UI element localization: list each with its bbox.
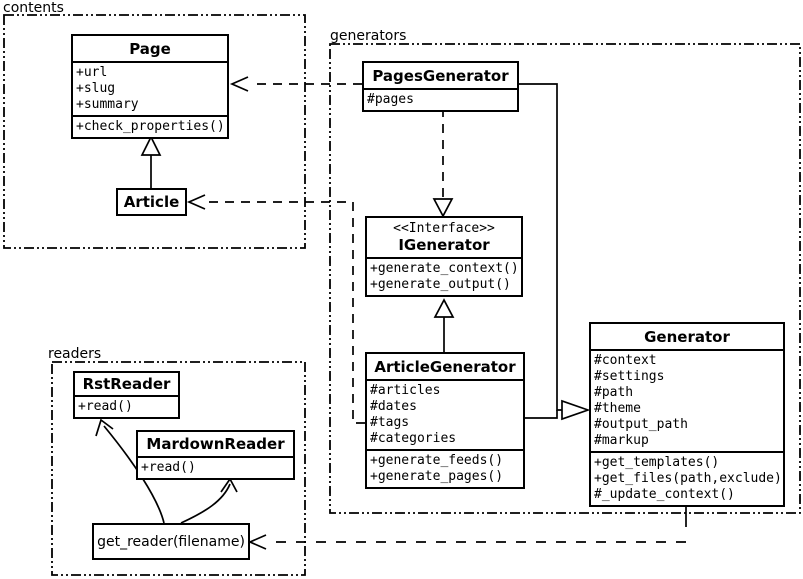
method-line: +read() (78, 399, 133, 414)
class-mardownreader-title: MardownReader (146, 435, 285, 453)
class-articlegenerator-attributes: #articles #dates #tags #categories (367, 379, 523, 449)
edge-getreader-to-mardownreader (180, 477, 238, 524)
package-contents-border (3, 14, 306, 249)
class-page: Page +url +slug +summary +check_properti… (71, 34, 229, 139)
attribute-line: #context (594, 353, 657, 368)
hollow-triangle-icon (140, 135, 162, 156)
method-line: +get_templates() (594, 455, 720, 470)
package-readers-border (51, 361, 306, 576)
attribute-line: #articles (370, 383, 441, 398)
attribute-line: +summary (76, 97, 139, 112)
open-arrowhead-icon (186, 194, 206, 210)
class-generator: Generator #context #settings #path #them… (589, 322, 785, 507)
package-contents-label: contents (3, 0, 64, 16)
method-line: +read() (141, 460, 196, 475)
attribute-line: +slug (76, 81, 116, 96)
attribute-line: #output_path (594, 417, 688, 432)
class-generator-methods: +get_templates() +get_files(path,exclude… (591, 451, 783, 505)
class-articlegenerator-methods: +generate_feeds() +generate_pages() (367, 449, 523, 487)
class-igenerator-methods: +generate_context() +generate_output() (367, 257, 521, 295)
method-line: #_update_context() (594, 487, 735, 502)
attribute-line: +url (76, 65, 108, 80)
method-line: +generate_feeds() (370, 453, 504, 468)
class-articlegenerator: ArticleGenerator #articles #dates #tags … (365, 352, 525, 489)
class-articlegenerator-title: ArticleGenerator (374, 358, 516, 376)
edge-articlegenerator-implements-igenerator (433, 298, 455, 352)
edge-pagesgenerator-depends-page (229, 76, 362, 92)
class-igenerator: <<Interface>> IGenerator +generate_conte… (365, 216, 523, 297)
class-page-title: Page (129, 40, 171, 58)
edge-generator-depends-getreader (247, 500, 687, 550)
hollow-triangle-icon (561, 399, 591, 421)
attribute-line: #pages (367, 92, 414, 107)
class-igenerator-stereotype: <<Interface>> (393, 221, 495, 236)
package-generators-border (329, 43, 801, 514)
method-line: +generate_output() (370, 277, 511, 292)
attribute-line: #theme (594, 401, 641, 416)
class-generator-title: Generator (644, 328, 730, 346)
class-rstreader: RstReader +read() (73, 371, 180, 419)
attribute-line: #tags (370, 415, 410, 430)
class-mardownreader-methods: +read() (138, 456, 293, 478)
class-pagesgenerator-attributes: #pages (364, 88, 517, 110)
attribute-line: #markup (594, 433, 649, 448)
edge-generators-inherit-generator (519, 83, 591, 421)
package-readers-label: readers (48, 346, 102, 362)
hollow-triangle-icon (433, 298, 455, 318)
attribute-line: #path (594, 385, 634, 400)
attribute-line: #settings (594, 369, 665, 384)
class-pagesgenerator-title: PagesGenerator (372, 67, 509, 85)
edge-pagesgenerator-implements-igenerator (432, 108, 454, 218)
method-line: +check_properties() (76, 119, 225, 134)
open-arrowhead-icon (247, 534, 267, 550)
method-line: +generate_pages() (370, 469, 504, 484)
edge-articlegenerator-depends-article (186, 194, 365, 424)
class-page-attributes: +url +slug +summary (73, 61, 227, 115)
attribute-line: #dates (370, 399, 417, 414)
open-arrowhead-icon (229, 76, 249, 92)
attribute-line: #categories (370, 431, 457, 446)
hollow-triangle-icon (432, 198, 454, 218)
class-rstreader-title: RstReader (82, 375, 171, 393)
class-article-title: Article (123, 193, 180, 211)
class-mardownreader: MardownReader +read() (136, 430, 295, 480)
function-node-label: get_reader(filename) (97, 533, 245, 550)
class-article: Article (116, 188, 187, 216)
class-rstreader-methods: +read() (75, 395, 178, 417)
class-generator-attributes: #context #settings #path #theme #output_… (591, 349, 783, 451)
class-pagesgenerator: PagesGenerator #pages (362, 61, 519, 112)
method-line: +get_files(path,exclude) (594, 471, 782, 486)
method-line: +generate_context() (370, 261, 519, 276)
package-generators-label: generators (330, 28, 407, 44)
open-arrowhead-icon (95, 418, 114, 437)
function-node-get-reader: get_reader(filename) (92, 523, 250, 560)
class-page-methods: +check_properties() (73, 115, 227, 137)
edge-article-inherits-page (140, 135, 162, 188)
class-igenerator-title: IGenerator (398, 236, 490, 254)
